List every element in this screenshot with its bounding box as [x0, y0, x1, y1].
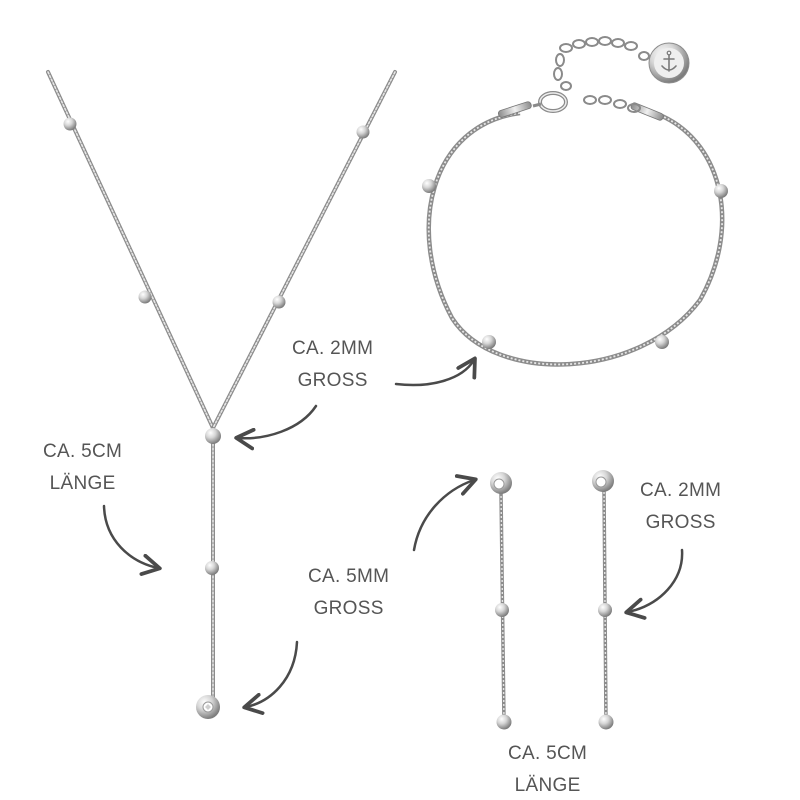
earring-right	[592, 470, 614, 730]
necklace-bead	[63, 117, 77, 131]
necklace-length-label: CA. 5CM LÄNGE	[43, 441, 123, 494]
necklace-bead	[272, 295, 286, 309]
bracelet-clasp	[532, 91, 568, 113]
necklace	[46, 70, 397, 719]
arrow-icon	[242, 640, 299, 715]
earring-bead	[598, 603, 612, 617]
necklace-bead	[205, 428, 221, 444]
earring-stud-stone	[592, 470, 614, 492]
bracelet	[422, 36, 728, 367]
earring-bead	[496, 714, 512, 730]
bracelet-bead	[655, 335, 669, 349]
earring-left	[490, 472, 512, 730]
bracelet-extension-chain	[553, 36, 650, 113]
necklace-bead	[138, 290, 152, 304]
arrow-icon	[102, 504, 162, 576]
bracelet-end-tube	[497, 101, 532, 118]
bracelet-bead	[422, 179, 436, 193]
necklace-bead	[356, 125, 370, 139]
anchor-charm-icon	[648, 42, 690, 84]
necklace-pendant-stone	[196, 695, 220, 719]
earring-stud-stone	[490, 472, 512, 494]
necklace-bead-size-label: CA. 2MM GROSS	[292, 338, 374, 391]
bracelet-bead	[482, 335, 496, 349]
arrow-icon	[412, 474, 478, 552]
earring-length-label: CA. 5CM LÄNGE	[508, 743, 588, 796]
arrow-icon	[234, 404, 318, 451]
necklace-bead	[205, 561, 219, 575]
arrow-icon	[394, 356, 477, 387]
arrow-icon	[624, 548, 684, 620]
earring-bead	[598, 714, 614, 730]
earring-bead	[495, 603, 509, 617]
earring-bead-size-label: CA. 2MM GROSS	[640, 480, 722, 533]
bracelet-chain	[426, 110, 725, 367]
bracelet-bead	[714, 184, 728, 198]
pendant-stone-size-label: CA. 5MM GROSS	[308, 566, 390, 619]
